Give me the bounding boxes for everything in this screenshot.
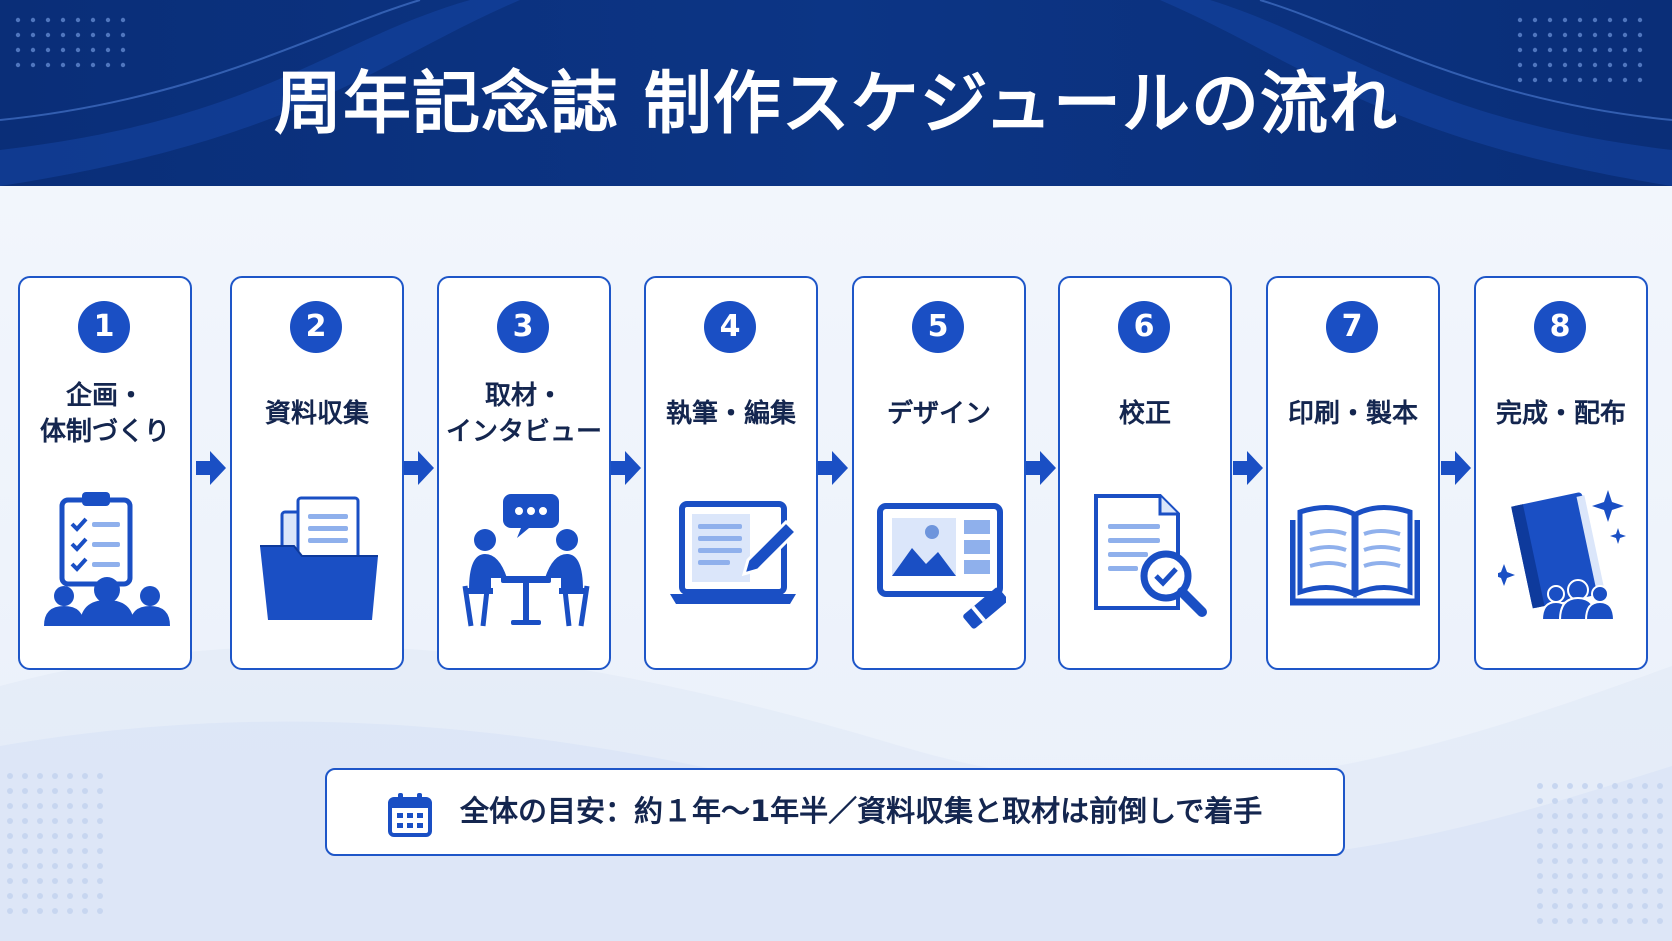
step-number-badge: 3	[497, 301, 549, 353]
laptop-writing-icon	[670, 501, 798, 604]
step-number-badge: 8	[1534, 301, 1586, 353]
finished-book-icon	[1498, 490, 1626, 621]
flow-arrow-icon	[818, 451, 848, 485]
step-card-7: 7 印刷・製本	[1266, 276, 1440, 670]
flow-arrow-icon	[1026, 451, 1056, 485]
header-banner: 周年記念誌 制作スケジュールの流れ	[0, 0, 1672, 186]
step-label: 企画・ 体制づくり	[39, 381, 170, 447]
planning-team-icon	[44, 492, 170, 626]
flow-arrow-icon	[1441, 451, 1471, 485]
open-book-icon	[1290, 505, 1420, 606]
step-card-5: 5 デザイン	[852, 276, 1026, 670]
step-card-4: 4 執筆・編集	[644, 276, 818, 670]
page-title: 周年記念誌 制作スケジュールの流れ	[274, 65, 1398, 144]
schedule-note-text: 全体の目安：約１年〜1年半／資料収集と取材は前倒しで着手	[460, 794, 1263, 828]
step-card-1: 1 企画・ 体制づくり	[18, 276, 192, 670]
step-label: 印刷・製本	[1287, 399, 1418, 429]
step-number-badge: 6	[1118, 301, 1170, 353]
flow-arrow-icon	[196, 451, 226, 485]
step-card-6: 6 校正	[1058, 276, 1232, 670]
step-number-badge: 2	[290, 301, 342, 353]
proofreading-icon	[1094, 494, 1207, 617]
step-label: 校正	[1118, 399, 1171, 429]
schedule-note-box: 全体の目安：約１年〜1年半／資料収集と取材は前倒しで着手	[325, 768, 1345, 856]
header-decoration	[0, 0, 1672, 186]
interview-icon	[462, 494, 590, 627]
step-label: 取材・ インタビュー	[445, 381, 602, 447]
flow-arrow-icon	[404, 451, 434, 485]
step-card-3: 3 取材・ インタビュー	[437, 276, 611, 670]
calendar-icon	[388, 793, 432, 837]
step-label: 執筆・編集	[665, 399, 796, 429]
step-card-2: 2 資料収集	[230, 276, 404, 670]
flow-arrow-icon	[1233, 451, 1263, 485]
step-label: 完成・配布	[1495, 399, 1626, 429]
step-number-badge: 5	[912, 301, 964, 353]
folder-documents-icon	[260, 496, 378, 620]
step-label: デザイン	[886, 399, 991, 429]
step-number-badge: 7	[1326, 301, 1378, 353]
step-label: 資料収集	[264, 399, 369, 429]
step-card-8: 8 完成・配布	[1474, 276, 1648, 670]
step-number-badge: 1	[78, 301, 130, 353]
flow-arrow-icon	[611, 451, 641, 485]
design-layout-icon	[877, 503, 1006, 629]
step-number-badge: 4	[704, 301, 756, 353]
